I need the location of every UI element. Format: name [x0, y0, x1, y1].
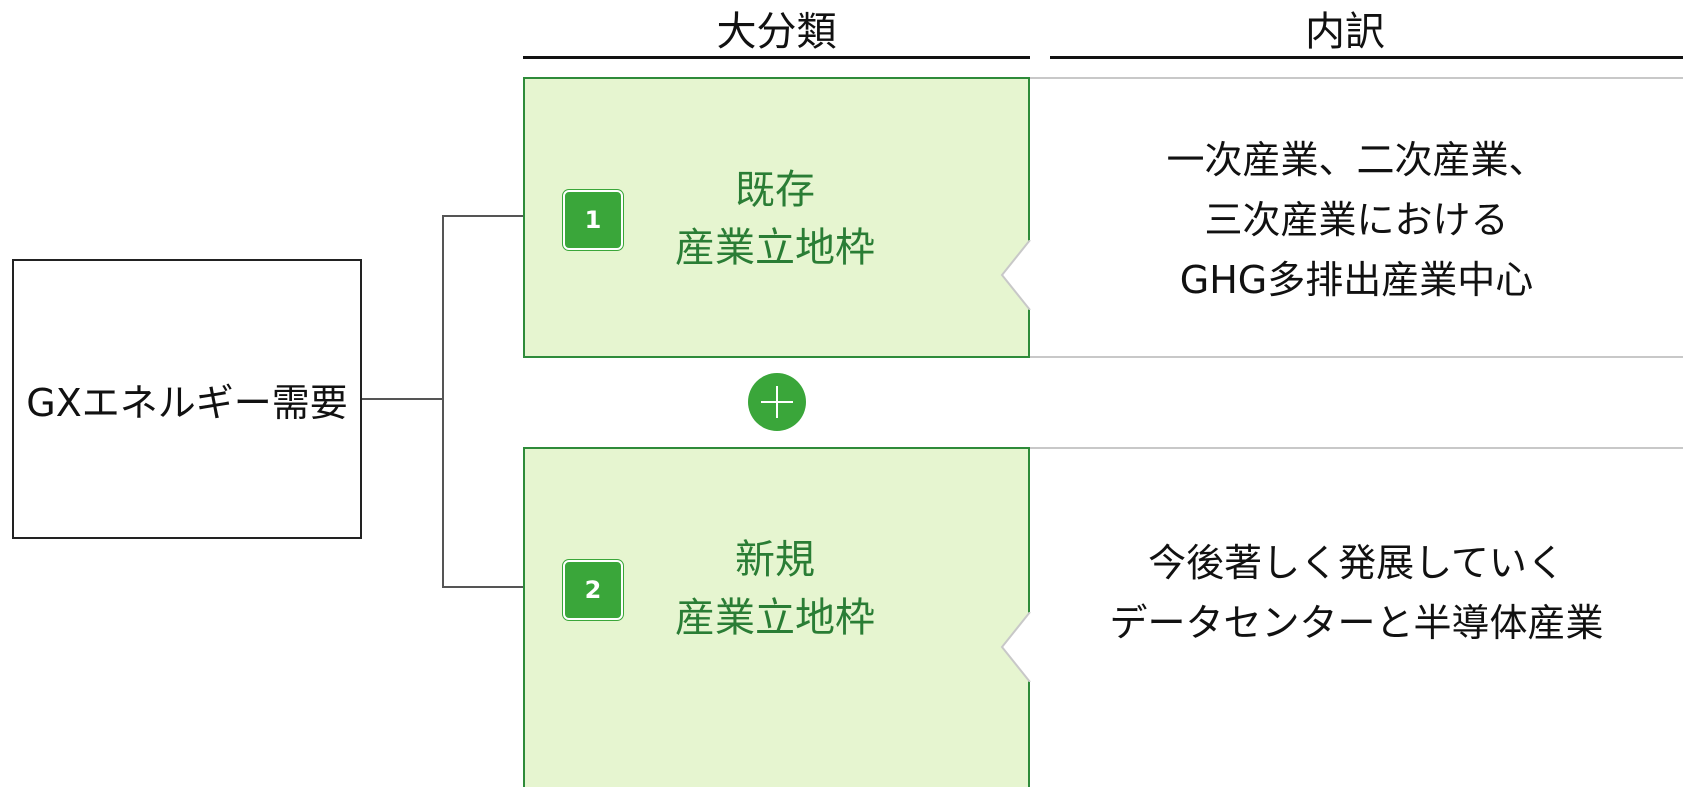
detail-1-line-2: 三次産業における [1204, 198, 1509, 242]
header-breakdown-rule [1050, 56, 1683, 59]
category-box-2: 2 新規 産業立地枠 [523, 447, 1030, 787]
category-badge-1: 1 [563, 190, 623, 250]
category-2-title-line-2: 産業立地枠 [675, 595, 875, 641]
detail-text-1: 一次産業、二次産業、 三次産業における GHG多排出産業中心 [1030, 130, 1683, 310]
category-2-title-line-1: 新規 [735, 537, 815, 583]
category-1-title-line-2: 産業立地枠 [675, 225, 875, 271]
connector-vertical [442, 216, 444, 588]
connector-branch-2 [442, 586, 524, 588]
detail-2-line-2: データセンターと半導体産業 [1109, 601, 1604, 645]
detail-1-line-1: 一次産業、二次産業、 [1166, 138, 1547, 182]
header-category-rule [523, 56, 1030, 59]
plus-icon [748, 373, 806, 431]
detail-2-line-1: 今後著しく発展していく [1148, 541, 1565, 585]
detail-box-2 [1030, 447, 1683, 787]
notch-arrow-1 [1000, 240, 1034, 310]
header-breakdown: 内訳 [1305, 9, 1385, 55]
category-1-title-line-1: 既存 [735, 167, 815, 213]
detail-1-line-3: GHG多排出産業中心 [1179, 258, 1534, 302]
category-title-1: 既存 産業立地枠 [635, 161, 915, 277]
detail-text-2: 今後著しく発展していく データセンターと半導体産業 [1030, 533, 1683, 653]
notch-arrow-2 [1000, 612, 1034, 682]
root-label: GXエネルギー需要 [26, 380, 348, 425]
connector-root [362, 398, 444, 400]
category-box-1: 1 既存 産業立地枠 [523, 77, 1030, 358]
detail-box-1 [1030, 77, 1683, 358]
connector-branch-1 [442, 215, 524, 217]
root-node: GXエネルギー需要 [12, 259, 362, 539]
category-title-2: 新規 産業立地枠 [635, 531, 915, 647]
header-category: 大分類 [716, 9, 837, 55]
category-badge-2: 2 [563, 560, 623, 620]
